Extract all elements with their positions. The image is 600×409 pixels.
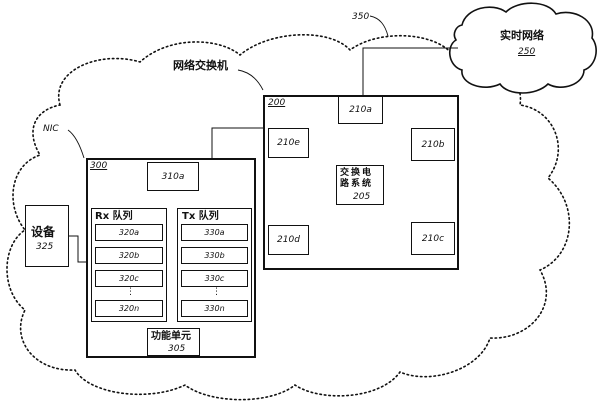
switch-fabric-line-2: 路系统 — [340, 179, 374, 189]
nic-port-310a-label: 310a — [161, 171, 185, 182]
cloud-ref-label: 350 — [352, 12, 370, 22]
switch-port-210c: 210c — [411, 222, 455, 255]
switch-port-210a: 210a — [338, 96, 383, 124]
device-name: 设备 — [31, 225, 56, 239]
function-unit-ref: 305 — [168, 344, 186, 354]
switch-port-210e: 210e — [268, 128, 309, 158]
leader-350 — [369, 15, 389, 37]
switch-label: 网络交换机 — [173, 59, 228, 72]
realtime-network-cloud — [449, 2, 597, 94]
rx-slot-320c: 320c — [95, 270, 163, 287]
switch-port-210d-label: 210d — [277, 235, 300, 245]
function-unit-name: 功能单元 — [151, 331, 191, 342]
link-nic-to-switch — [211, 127, 268, 162]
device-box: 设备 325 — [25, 205, 69, 267]
rx-queue-title: Rx 队列 — [95, 211, 133, 222]
rx-ellipsis: ⋮ — [126, 287, 135, 297]
nic-ref: 300 — [90, 161, 108, 171]
network-cloud-350 — [6, 34, 571, 401]
link-switch-to-network — [362, 47, 458, 95]
switch-ref: 200 — [268, 98, 286, 108]
switch-fabric: 交换电 路系统 205 — [336, 165, 384, 205]
tx-slot-330a: 330a — [181, 224, 248, 241]
rx-slot-320a: 320a — [95, 224, 163, 241]
tx-queue-title: Tx 队列 — [182, 211, 219, 222]
function-unit: 功能单元 305 — [147, 328, 200, 356]
switch-fabric-line-1: 交换电 — [340, 168, 374, 178]
tx-ellipsis: ⋮ — [212, 287, 221, 297]
rx-slot-320n: 320n — [95, 300, 163, 317]
switch-port-210b-label: 210b — [421, 139, 445, 150]
tx-slot-330b: 330b — [181, 247, 248, 264]
switch-fabric-ref: 205 — [353, 192, 371, 202]
device-ref: 325 — [36, 242, 54, 252]
switch-port-210d: 210d — [268, 225, 309, 255]
leader-switch-label — [237, 69, 264, 91]
switch-port-210e-label: 210e — [277, 138, 300, 148]
realtime-network-name: 实时网络 — [500, 29, 544, 42]
switch-port-210c-label: 210c — [421, 233, 445, 244]
leader-nic — [67, 129, 85, 159]
rx-slot-320b: 320b — [95, 247, 163, 264]
link-device-to-nic — [69, 235, 90, 263]
switch-port-210b: 210b — [411, 128, 455, 161]
tx-slot-330n: 330n — [181, 300, 248, 317]
nic-port-310a: 310a — [147, 162, 199, 191]
switch-port-210a-label: 210a — [349, 105, 372, 115]
tx-slot-330c: 330c — [181, 270, 248, 287]
realtime-network-ref: 250 — [518, 47, 536, 57]
nic-label: NIC — [43, 124, 59, 134]
